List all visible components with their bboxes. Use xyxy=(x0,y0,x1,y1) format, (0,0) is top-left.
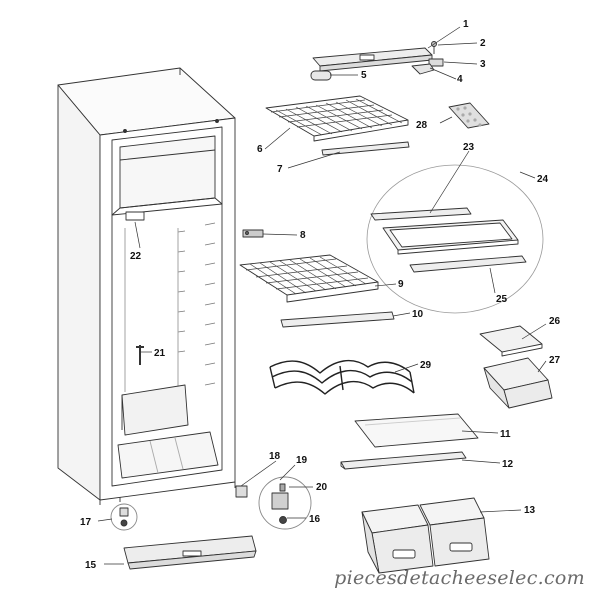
callout-2: 2 xyxy=(480,38,486,49)
part-2-screw xyxy=(431,41,437,54)
part-12-glass-trim xyxy=(340,451,467,470)
part-28-egg-tray xyxy=(448,102,490,129)
part-19-bottom-hinge-detail xyxy=(258,476,312,530)
watermark-text: piecesdetacheeselec.com xyxy=(334,567,585,589)
callout-6: 6 xyxy=(257,144,263,155)
part-24-shelf-assembly-group xyxy=(366,164,544,314)
callout-17: 17 xyxy=(80,517,92,528)
callout-16: 16 xyxy=(309,514,321,525)
callout-21: 21 xyxy=(154,348,166,359)
callout-25: 25 xyxy=(496,294,508,305)
fridge-cabinet xyxy=(57,67,236,505)
part-4-hinge xyxy=(411,63,435,75)
callout-27: 27 xyxy=(549,355,561,366)
callout-19: 19 xyxy=(296,455,308,466)
callout-23: 23 xyxy=(463,142,475,153)
callout-22: 22 xyxy=(130,251,142,262)
callout-1: 1 xyxy=(463,19,469,30)
part-15-base-grille xyxy=(123,535,257,570)
part-27-compartment-box xyxy=(483,357,553,409)
callout-15: 15 xyxy=(85,560,97,571)
callout-13: 13 xyxy=(524,505,536,516)
callout-3: 3 xyxy=(480,59,486,70)
part-7-shelf-trim xyxy=(321,141,410,156)
callout-24: 24 xyxy=(537,174,549,185)
callout-11: 11 xyxy=(500,429,511,440)
part-6-wire-shelf xyxy=(265,95,409,142)
part-11-glass-plate xyxy=(354,413,479,448)
callout-12: 12 xyxy=(502,459,514,470)
callout-29: 29 xyxy=(420,360,432,371)
callout-9: 9 xyxy=(398,279,404,290)
part-29-bottle-rack xyxy=(269,359,415,395)
part-3-hinge-pin xyxy=(428,58,444,67)
callout-7: 7 xyxy=(277,164,283,175)
callout-4: 4 xyxy=(457,74,463,85)
part-26-compartment-lid xyxy=(479,325,543,357)
part-10-shelf-trim xyxy=(280,311,395,328)
callout-26: 26 xyxy=(549,316,561,327)
callout-8: 8 xyxy=(300,230,306,241)
callout-labels: 1 2 3 4 5 6 7 8 9 10 11 12 13 15 16 17 1… xyxy=(80,19,561,571)
callout-20: 20 xyxy=(316,482,328,493)
callout-10: 10 xyxy=(412,309,424,320)
callout-5: 5 xyxy=(361,70,367,81)
part-17-foot-detail xyxy=(110,503,138,531)
part-9-wire-shelf xyxy=(239,254,379,303)
callout-18: 18 xyxy=(269,451,281,462)
part-5-cap xyxy=(310,70,332,81)
callout-28: 28 xyxy=(416,120,428,131)
part-18-hinge-plate xyxy=(235,485,248,498)
part-13-crisper-drawers xyxy=(361,497,490,574)
leader-lines xyxy=(97,26,547,565)
part-8-support-bracket xyxy=(242,229,264,238)
